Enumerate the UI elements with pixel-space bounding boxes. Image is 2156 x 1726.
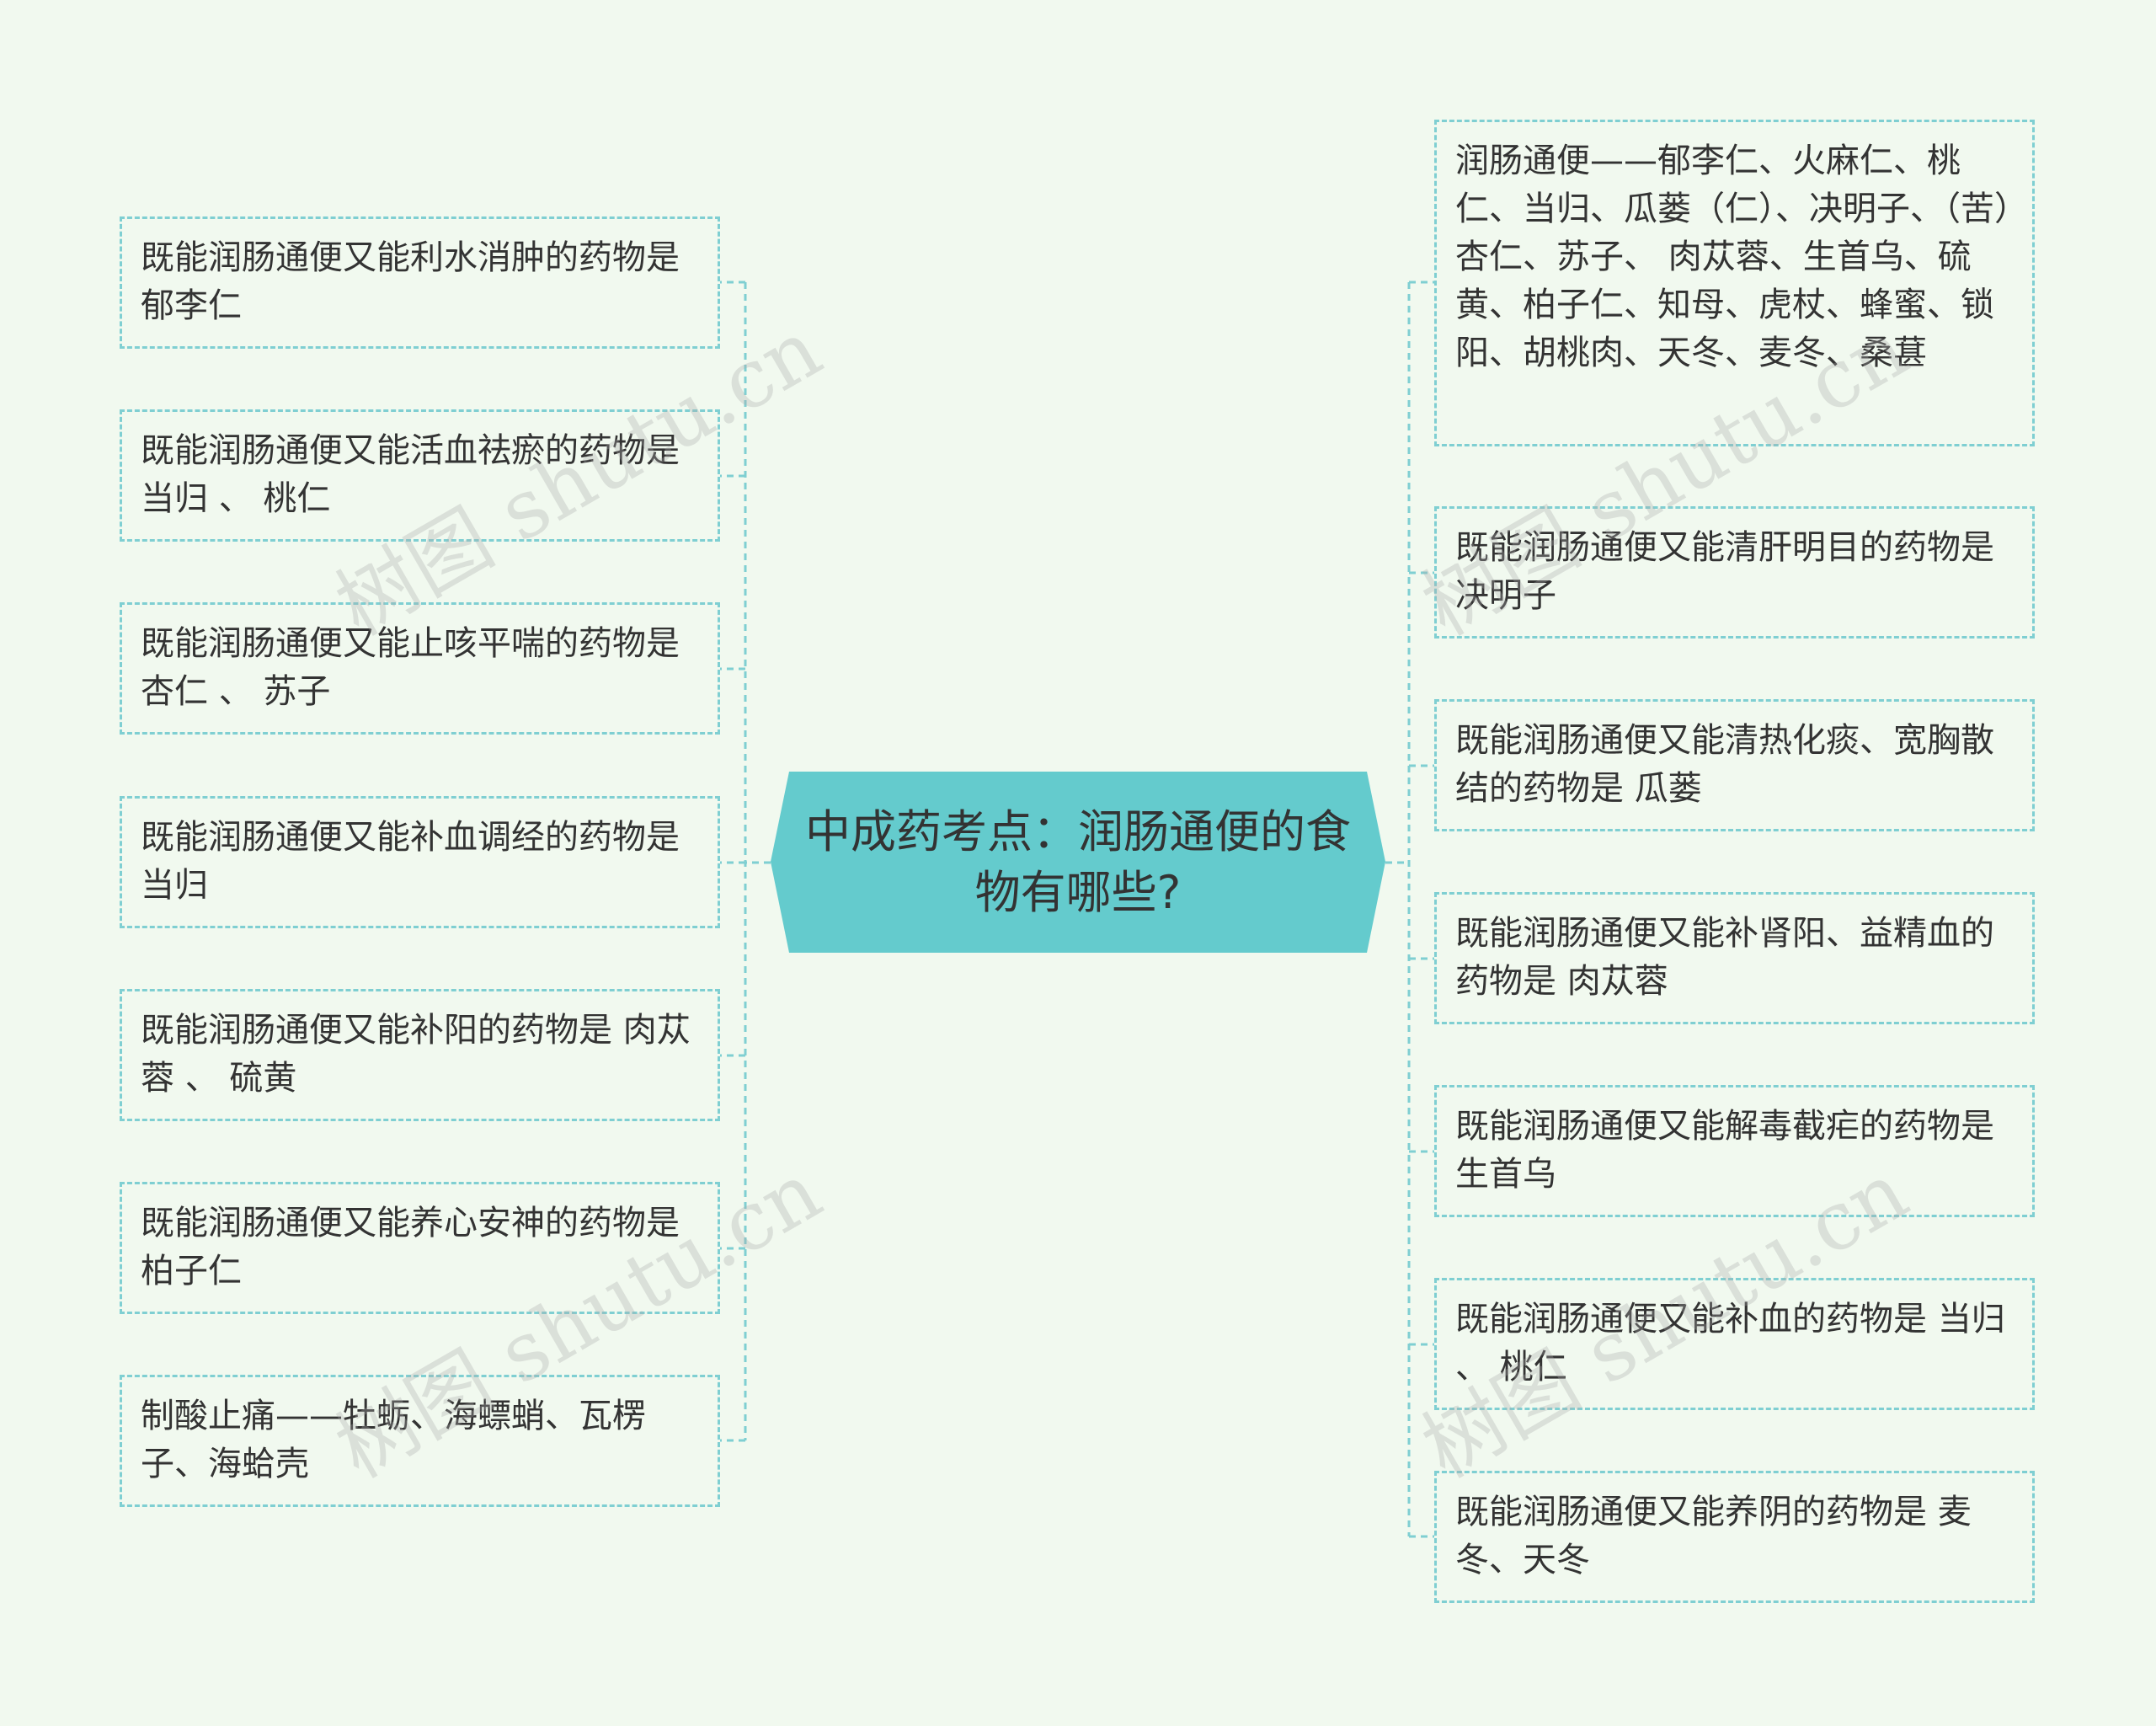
left-topic-3[interactable]: 既能润肠通便又能止咳平喘的药物是 杏仁 、 苏子 [120,602,720,735]
left-topic-5[interactable]: 既能润肠通便又能补阳的药物是 肉苁蓉 、 硫黄 [120,989,720,1121]
right-topic-1[interactable]: 润肠通便——郁李仁、火麻仁、桃仁、当归、瓜蒌（仁）、决明子、（苦）杏仁、苏子、 … [1434,120,2035,446]
right-topic-3[interactable]: 既能润肠通便又能清热化痰、宽胸散结的药物是 瓜蒌 [1434,699,2035,831]
right-topic-6[interactable]: 既能润肠通便又能补血的药物是 当归 、 桃仁 [1434,1278,2035,1410]
left-topic-2[interactable]: 既能润肠通便又能活血祛瘀的药物是 当归 、 桃仁 [120,409,720,542]
central-topic-title: 中成药考点：润肠通便的食物有哪些? [805,804,1351,919]
right-topic-4[interactable]: 既能润肠通便又能补肾阳、益精血的药物是 肉苁蓉 [1434,892,2035,1024]
left-topic-7[interactable]: 制酸止痛——牡蛎、海螵蛸、瓦楞子、海蛤壳 [120,1375,720,1507]
central-topic[interactable]: 中成药考点：润肠通便的食物有哪些? [771,772,1385,953]
central-topic-shape [771,772,1385,953]
left-topic-6[interactable]: 既能润肠通便又能养心安神的药物是 柏子仁 [120,1182,720,1314]
right-topic-2[interactable]: 既能润肠通便又能清肝明目的药物是 决明子 [1434,506,2035,639]
left-topic-4[interactable]: 既能润肠通便又能补血调经的药物是 当归 [120,796,720,928]
right-topic-5[interactable]: 既能润肠通便又能解毒截疟的药物是 生首乌 [1434,1085,2035,1217]
right-topic-7[interactable]: 既能润肠通便又能养阴的药物是 麦冬、天冬 [1434,1471,2035,1603]
left-topic-1[interactable]: 既能润肠通便又能利水消肿的药物是 郁李仁 [120,216,720,349]
